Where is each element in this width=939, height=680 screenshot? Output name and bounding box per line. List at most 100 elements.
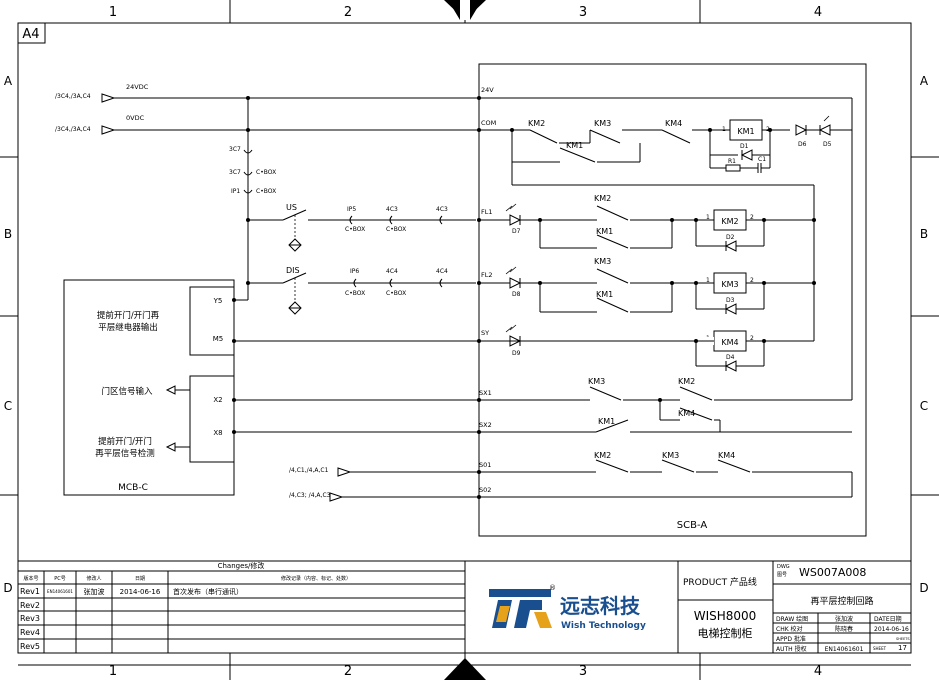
input-arrow-icon xyxy=(165,385,176,395)
led-icon xyxy=(509,277,522,289)
auth-label: AUTH 授权 xyxy=(776,645,807,653)
diode-d9: D9 xyxy=(512,350,521,357)
contact-km1: KM1 xyxy=(596,227,613,236)
us-switch xyxy=(282,209,307,221)
changes-header: 修改人 xyxy=(86,575,101,582)
connector-4c3: 4C3 xyxy=(436,206,448,213)
contact-km2: KM2 xyxy=(594,451,611,460)
km3-circuit: D8 KM3 KM1 1 KM3 2 D3 xyxy=(479,257,816,315)
changes-header: PC号 xyxy=(54,576,66,582)
detect-label: 提前开门/开门 xyxy=(98,436,152,447)
capacitor-c1: C1 xyxy=(758,156,766,163)
pin-2: 2 xyxy=(750,277,754,284)
led-icon xyxy=(509,335,522,347)
input-arrow-icon xyxy=(165,442,176,452)
diode-d3: D3 xyxy=(726,297,735,304)
rev-label: Rev1 xyxy=(20,587,40,596)
km4-contact xyxy=(679,407,713,421)
row-label: D xyxy=(919,581,928,595)
km1-contact xyxy=(559,147,596,163)
switch-us-label: US xyxy=(286,203,297,212)
source-ref: /3C4,/3A,C4 xyxy=(55,93,91,100)
pin-1: 1 xyxy=(706,214,710,221)
contact-km4: KM4 xyxy=(678,409,695,418)
terminal-s02: S02 xyxy=(479,486,491,494)
source-arrow-icon xyxy=(329,492,344,502)
diode-d8: D8 xyxy=(512,291,521,298)
km3-contact xyxy=(589,386,622,401)
row-label: D xyxy=(3,581,12,595)
pin-m5: M5 xyxy=(213,335,224,343)
row-label: B xyxy=(920,227,928,241)
km2-circuit: D7 KM2 KM1 1 KM2 2 D2 xyxy=(479,194,816,252)
row-label: C xyxy=(4,399,12,413)
door-zone-label: 门区信号输入 xyxy=(101,386,153,397)
mcb-board: MCB-C Y5 M5 X2 X8 提前开门/开门再 平层继电器输出 门区信号输… xyxy=(63,279,235,496)
product-name-cn: 电梯控制柜 xyxy=(698,626,753,640)
drawing-title: 再平层控制回路 xyxy=(810,595,873,607)
rail-0v-label: 0VDC xyxy=(126,114,145,122)
connector-box: C•BOX xyxy=(345,226,365,233)
dwg-number: WS007A008 xyxy=(799,566,866,579)
changes-header: 版本号 xyxy=(23,575,38,582)
col-label: 2 xyxy=(344,664,352,679)
scb-title: SCB-A xyxy=(677,520,708,531)
draw-label: DRAW 绘图 xyxy=(776,615,808,623)
col-label: 3 xyxy=(579,664,587,679)
connector-box: C•BOX xyxy=(345,290,365,297)
line-fl2: DIS IP6 C•BOX 4C4 C•BOX 4C4 FL2 xyxy=(246,266,493,315)
source-ref: /4,C3; /4,A,C3 xyxy=(289,492,331,499)
chk-name: 陈晓春 xyxy=(835,625,853,633)
km3-contact xyxy=(589,129,621,144)
connector-box: C•BOX xyxy=(256,188,276,195)
rev-label: Rev2 xyxy=(20,601,40,610)
km3-contact xyxy=(596,268,629,284)
km2-contact xyxy=(596,205,629,221)
connector-ip6: IP6 xyxy=(350,268,359,275)
connector-4c3: 4C3 xyxy=(386,206,398,213)
draw-name: 张加波 xyxy=(835,615,853,623)
km3-contact xyxy=(661,459,695,473)
appd-label: APPD 批准 xyxy=(776,635,806,643)
diode-d7: D7 xyxy=(512,228,521,235)
sheets-label: SHEETS xyxy=(896,637,910,641)
contact-km2: KM2 xyxy=(594,194,611,203)
terminal-com: COM xyxy=(481,119,496,127)
coil-km3: KM3 xyxy=(721,280,738,289)
col-label: 2 xyxy=(344,5,352,20)
connector-box: C•BOX xyxy=(256,169,276,176)
sx-contacts: KM3 KM2 KM4 KM1 xyxy=(479,377,852,438)
row-label: A xyxy=(920,74,929,88)
company-name-cn: 远志科技 xyxy=(560,594,641,618)
rev-author: 张加波 xyxy=(84,587,105,596)
line-s02: /4,C3; /4,A,C3 S02 xyxy=(289,472,853,502)
paper-size: A4 xyxy=(22,27,39,42)
connector-ip1: IP1 xyxy=(231,188,240,195)
contact-km3: KM3 xyxy=(588,377,605,386)
diode-icon xyxy=(724,303,737,315)
km4-contact xyxy=(717,459,751,473)
rev-label: Rev3 xyxy=(20,614,40,623)
contact-km1: KM1 xyxy=(596,290,613,299)
changes-title: Changes/修改 xyxy=(218,561,265,570)
diode-icon xyxy=(740,149,753,161)
feeder-connectors: 3C7 3C7 C•BOX IP1 C•BOX xyxy=(229,98,276,300)
km1-contact xyxy=(596,297,629,313)
power-rails: /3C4,/3A,C4 24VDC /3C4,/3A,C4 0VDC 24V C… xyxy=(55,83,853,400)
changes-header: 日期 xyxy=(135,576,145,582)
changes-table: Changes/修改 版本号 PC号 修改人 日期 修改记录（内容、标记、处数）… xyxy=(17,560,466,654)
connector-3c7: 3C7 xyxy=(229,169,241,176)
line-sy: SY xyxy=(232,329,708,343)
scb-board: SCB-A xyxy=(478,63,867,537)
relay-output-label: 提前开门/开门再 xyxy=(97,310,160,321)
coil-km1: KM1 xyxy=(737,127,754,136)
mcb-title: MCB-C xyxy=(118,483,148,493)
terminal-sx1: SX1 xyxy=(479,389,492,397)
connector-ip5: IP5 xyxy=(347,206,356,213)
pin-2: 2 xyxy=(750,335,754,342)
pin-x8: X8 xyxy=(213,429,222,437)
sheet-label: SHEET xyxy=(873,646,887,651)
km2-contact xyxy=(595,459,629,473)
